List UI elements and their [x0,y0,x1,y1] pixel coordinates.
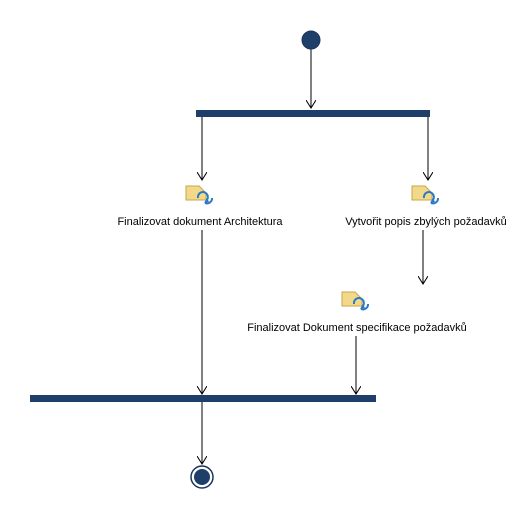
activity-finalizovat-architektura[interactable]: Finalizovat dokument Architektura [117,185,283,228]
activity-finalizovat-specifikace[interactable]: Finalizovat Dokument specifikace požadav… [247,291,467,334]
task-refresh-icon [411,185,439,205]
edges [202,49,428,464]
fork-bar[interactable] [196,110,430,117]
activity-label: Finalizovat dokument Architektura [117,216,283,228]
task-refresh-icon [185,185,213,205]
activity-vytvorit-popis[interactable]: Vytvořit popis zbylých požadavků [345,185,507,228]
join-bar[interactable] [30,395,376,402]
final-node[interactable] [190,465,214,489]
initial-node[interactable] [301,30,321,50]
activity-label: Vytvořit popis zbylých požadavků [345,216,507,228]
activity-label: Finalizovat Dokument specifikace požadav… [247,322,467,334]
task-refresh-icon [341,291,369,311]
